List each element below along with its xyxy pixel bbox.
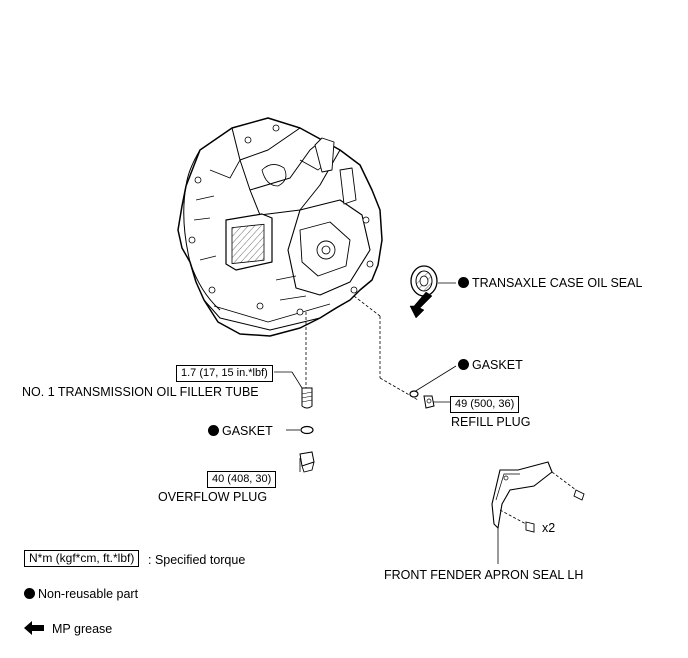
gasket-right-label: GASKET bbox=[458, 358, 523, 372]
apron-seal-label: FRONT FENDER APRON SEAL LH bbox=[384, 568, 584, 582]
arrow-icon bbox=[24, 621, 44, 635]
overflow-plug-label: OVERFLOW PLUG bbox=[158, 490, 268, 504]
legend-torque-desc: : Specified torque bbox=[148, 553, 246, 567]
filler-tube-part bbox=[299, 387, 315, 473]
mp-grease-arrow-icon bbox=[409, 291, 433, 319]
bolt-icon bbox=[525, 521, 535, 533]
gasket-left-part bbox=[300, 425, 314, 435]
legend-non-reusable: Non-reusable part bbox=[24, 587, 138, 601]
bullet-icon bbox=[208, 425, 219, 436]
overflow-plug-torque: 40 (408, 30) bbox=[207, 471, 277, 488]
bullet-icon bbox=[458, 359, 469, 370]
filler-tube-torque: 1.7 (17, 15 in.*lbf) bbox=[176, 365, 273, 382]
refill-plug-label: REFILL PLUG bbox=[451, 415, 531, 429]
bolt-qty-label: x2 bbox=[542, 521, 556, 535]
legend-torque-unit: N*m (kgf*cm, ft.*lbf) bbox=[24, 550, 140, 567]
oil-seal-label: TRANSAXLE CASE OIL SEAL bbox=[458, 276, 642, 290]
gasket-left-label: GASKET bbox=[208, 424, 273, 438]
refill-plug-part bbox=[409, 390, 435, 409]
refill-plug-torque: 49 (500, 36) bbox=[450, 396, 520, 413]
overflow-plug-part bbox=[299, 451, 315, 467]
legend-mp-grease: MP grease bbox=[52, 622, 113, 636]
bullet-icon bbox=[458, 277, 469, 288]
bullet-icon bbox=[24, 588, 35, 599]
bolt-icon bbox=[573, 489, 585, 501]
apron-seal-part bbox=[491, 461, 585, 533]
filler-tube-label: NO. 1 TRANSMISSION OIL FILLER TUBE bbox=[22, 385, 259, 399]
gasket-right-part bbox=[409, 390, 419, 398]
transaxle-assembly bbox=[177, 117, 383, 337]
oil-seal-part bbox=[409, 265, 438, 319]
